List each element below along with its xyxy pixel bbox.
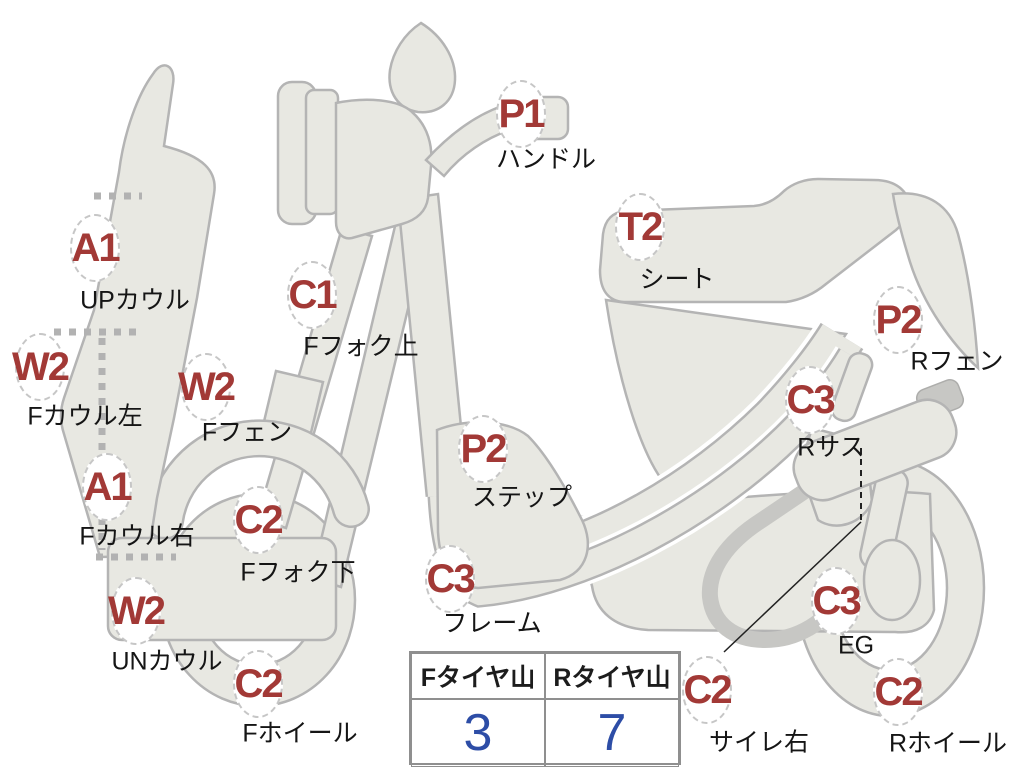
part-grade-badge: C3 [425,545,476,613]
rear-tire-header: Rタイヤ山 [545,653,679,699]
part-name-label: Fホイール [242,719,358,748]
part-grade-badge: C2 [873,658,924,726]
part-grade-badge: C1 [287,261,338,329]
part-grade-code: C3 [426,557,475,601]
front-tire-header: Fタイヤ山 [411,653,545,699]
part-grade-badge: C3 [811,567,862,635]
part-name-label: Fフェン [201,418,293,447]
part-grade-code: C2 [874,670,923,714]
part-grade-code: A1 [83,465,132,509]
part-grade-badge: P2 [458,415,508,483]
part-grade-code: T2 [618,205,664,249]
part-grade-code: P2 [460,427,508,471]
part-grade-badge: C2 [233,650,284,718]
part-name-label: ステップ [471,483,573,512]
part-grade-code: W2 [12,345,70,389]
part-grade-code: C2 [683,668,732,712]
muffler-shape [792,398,958,502]
mirror-shape [388,21,457,114]
part-name-label: Fフォク上 [303,332,419,361]
part-name-label: ハンドル [495,145,597,174]
part-grade-badge: P2 [873,286,923,354]
part-grade-code: P1 [498,92,546,136]
part-grade-code: W2 [108,589,166,633]
part-grade-code: A1 [71,226,120,270]
part-grade-code: C2 [234,662,283,706]
part-name-label: UNカウル [111,647,223,676]
rear-tire-value: 7 [545,699,679,767]
part-name-label: UPカウル [80,286,190,315]
part-name-label: EG [837,631,875,660]
under-cowl-shape [106,536,338,642]
part-grade-badge: W2 [108,577,166,645]
part-name-label: Fカウル右 [79,522,195,551]
part-grade-badge: A1 [82,453,133,521]
tire-tread-table: Fタイヤ山 Rタイヤ山 3 7 [409,651,681,767]
front-fender [146,419,370,540]
part-grade-code: W2 [178,365,236,409]
cowl-seam-dotted-lines [54,192,176,561]
part-name-label: フレーム [442,609,542,638]
part-grade-badge: C2 [233,486,284,554]
part-grade-code: P2 [875,298,923,342]
part-grade-badge: T2 [615,193,665,261]
part-grade-badge: W2 [178,353,236,421]
part-grade-badge: P1 [496,80,546,148]
part-grade-code: C1 [288,273,337,317]
part-grade-badge: A1 [70,214,121,282]
part-grade-code: C3 [786,378,835,422]
part-name-label: サイレ右 [708,728,810,757]
exhaust-pipe [701,462,854,648]
part-name-label: Fカウル左 [27,402,143,431]
swing-arm [859,467,922,622]
part-grade-badge: W2 [12,333,70,401]
part-name-label: Fフォク下 [240,558,356,587]
silencer-callout-line [723,448,862,653]
part-name-label: Rホイール [888,729,1008,758]
front-tire-value: 3 [411,699,545,767]
part-grade-code: C3 [812,579,861,623]
part-grade-code: C2 [234,498,283,542]
rear-fender-shape [891,192,980,372]
part-name-label: Rサス [797,433,865,462]
part-name-label: シート [639,265,715,294]
part-name-label: Rフェン [910,347,1004,376]
part-grade-badge: C2 [682,656,733,724]
part-grade-badge: C3 [785,366,836,434]
